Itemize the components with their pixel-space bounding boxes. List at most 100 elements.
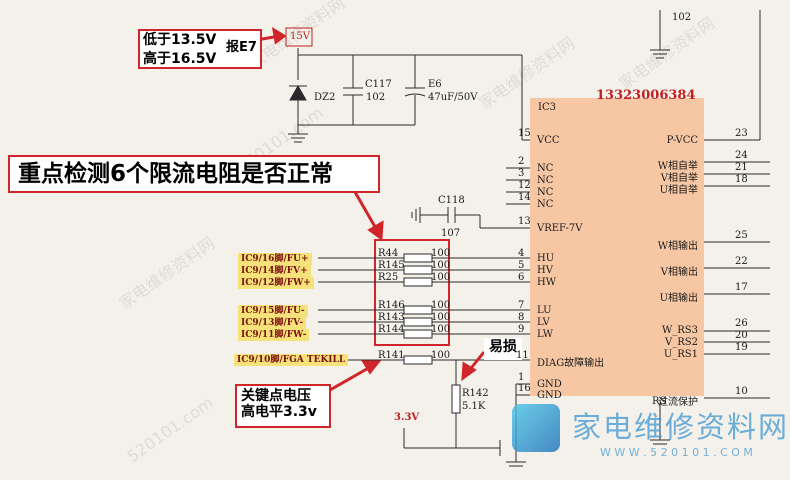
c118-value: 107 — [441, 228, 461, 239]
r141-pin-label: DIAG故障输出 — [537, 358, 605, 369]
ic-left-pin-number: 15 — [518, 128, 531, 139]
ic-right-pin-number: 24 — [735, 150, 748, 161]
rs-label: RS — [652, 396, 667, 407]
ic-left-pin-number: 2 — [518, 156, 525, 167]
ic-left-pin-label: GND — [537, 379, 562, 390]
ic-right-pin-label: 过流保护 — [658, 397, 698, 408]
ic-left-pin-number: 16 — [518, 383, 531, 394]
ic-right-pin-label: V_RS2 — [665, 337, 698, 348]
main-title-callout: 重点检测6个限流电阻是否正常 — [8, 155, 380, 193]
ic-right-pin-label: U相自举 — [659, 185, 698, 196]
ic-right-pin-number: 18 — [735, 174, 748, 185]
ic-right-pin-number: 22 — [735, 256, 748, 267]
v33-label: 3.3V — [394, 412, 420, 423]
r142-label: R142 — [462, 388, 489, 399]
r141-value: 100 — [431, 350, 451, 361]
c117-label: C117 — [365, 79, 392, 90]
resistor-signal: IC9/14脚/FV+ — [238, 265, 311, 277]
ic-right-pin-number: 10 — [735, 386, 748, 397]
ic-pin-number: 8 — [518, 312, 525, 323]
resistor-signal: IC9/16脚/FU+ — [238, 253, 312, 265]
keypoint-line2: 高电平3.3v — [241, 404, 317, 421]
ic-right-pin-label: W相输出 — [657, 241, 698, 252]
ic-pin-number: 5 — [518, 260, 525, 271]
ic-left-pin-label: NC — [537, 163, 554, 174]
ic-pin-label: LW — [537, 329, 554, 340]
r142-value: 5.1K — [462, 401, 486, 412]
resistor-value: 100 — [431, 272, 451, 283]
r141-signal: IC9/10脚/FGA TEKILL — [234, 354, 349, 366]
brand-watermark: 家电维修资料网 — [572, 410, 790, 444]
voltage-callout: 低于13.5V 高于16.5V 报E7 — [138, 29, 262, 69]
keypoint-line1: 关键点电压 — [241, 388, 311, 404]
ic-right-pin-number: 25 — [735, 230, 748, 241]
keypoint-callout: 关键点电压 高电平3.3v — [235, 384, 331, 428]
ic-right-pin-label: P-VCC — [666, 135, 698, 146]
resistor-signal: IC9/12脚/FW+ — [238, 277, 314, 289]
resistor-name: R146 — [378, 300, 405, 311]
resistor-value: 100 — [431, 324, 451, 335]
ic-pin-number: 4 — [518, 248, 525, 259]
ic-part-number: 13323006384 — [596, 88, 696, 103]
ic-left-pin-number: 13 — [518, 216, 531, 227]
ic-pin-number: 7 — [518, 300, 525, 311]
resistor-signal: IC9/11脚/FW- — [238, 329, 310, 341]
ic-right-pin-number: 21 — [735, 162, 748, 173]
ic-pin-number: 6 — [518, 272, 525, 283]
resistor-value: 100 — [431, 260, 451, 271]
ic-right-pin-number: 19 — [735, 342, 748, 353]
ic-right-pin-label: U相输出 — [659, 293, 698, 304]
voltage-low-text: 低于13.5V — [143, 32, 217, 48]
ic-right-pin-label: V相自举 — [660, 173, 698, 184]
ic-right-pin-label: W_RS3 — [661, 325, 698, 336]
ic-right-pin-label: W相自举 — [657, 161, 698, 172]
r141-name: R141 — [378, 350, 405, 361]
resistor-signal: IC9/13脚/FV- — [238, 317, 307, 329]
ic-pin-label: LU — [537, 305, 552, 316]
url-watermark: W W W . 5 2 0 1 0 1 . C O M — [600, 446, 753, 459]
ic-left-pin-label: NC — [537, 199, 554, 210]
damage-callout: 易损 — [484, 338, 522, 360]
voltage-high-text: 高于16.5V — [143, 51, 217, 67]
c117-value: 102 — [366, 92, 386, 103]
resistor-name: R144 — [378, 324, 405, 335]
resistor-signal: IC9/15脚/FU- — [238, 305, 308, 317]
ic-left-pin-label: NC — [537, 187, 554, 198]
dz2-label: DZ2 — [314, 92, 336, 103]
voltage-report-text: 报E7 — [226, 40, 257, 55]
resistor-name: R44 — [378, 248, 399, 259]
ic-left-pin-number: 12 — [518, 180, 531, 191]
ic-pin-label: LV — [537, 317, 550, 328]
ic-right-pin-label: U_RS1 — [663, 349, 698, 360]
ic-pin-label: HW — [537, 277, 556, 288]
ic-left-pin-label: VREF-7V — [537, 223, 583, 234]
ic-left-pin-number: 14 — [518, 192, 531, 203]
resistor-name: R143 — [378, 312, 405, 323]
ic-pin-label: HU — [537, 253, 555, 264]
resistor-value: 100 — [431, 248, 451, 259]
ic-left-pin-label: GND — [537, 390, 562, 401]
c118-label: C118 — [438, 195, 465, 206]
ic-left-pin-label: VCC — [537, 135, 560, 146]
ic-left-pin-label: NC — [537, 175, 554, 186]
ic-right-pin-number: 20 — [735, 330, 748, 341]
ic-right-pin-label: V相输出 — [660, 267, 698, 278]
resistor-value: 100 — [431, 300, 451, 311]
ic-pin-number: 9 — [518, 324, 525, 335]
ic-right-pin-number: 23 — [735, 128, 748, 139]
ic-right-pin-number: 26 — [735, 318, 748, 329]
ic-pin-label: HV — [537, 265, 553, 276]
resistor-name: R145 — [378, 260, 405, 271]
e6-value: 47uF/50V — [428, 92, 478, 103]
r-top-value: 102 — [672, 12, 692, 23]
resistor-value: 100 — [431, 312, 451, 323]
ic-left-pin-number: 3 — [518, 168, 525, 179]
ic3-body — [530, 98, 704, 396]
r141-pin-number: 11 — [516, 350, 529, 361]
ic3-label: IC3 — [538, 102, 556, 113]
ic-right-pin-number: 17 — [735, 282, 748, 293]
ic-left-pin-number: 1 — [518, 372, 525, 383]
brand-logo-mark — [512, 404, 560, 452]
resistor-name: R25 — [378, 272, 399, 283]
